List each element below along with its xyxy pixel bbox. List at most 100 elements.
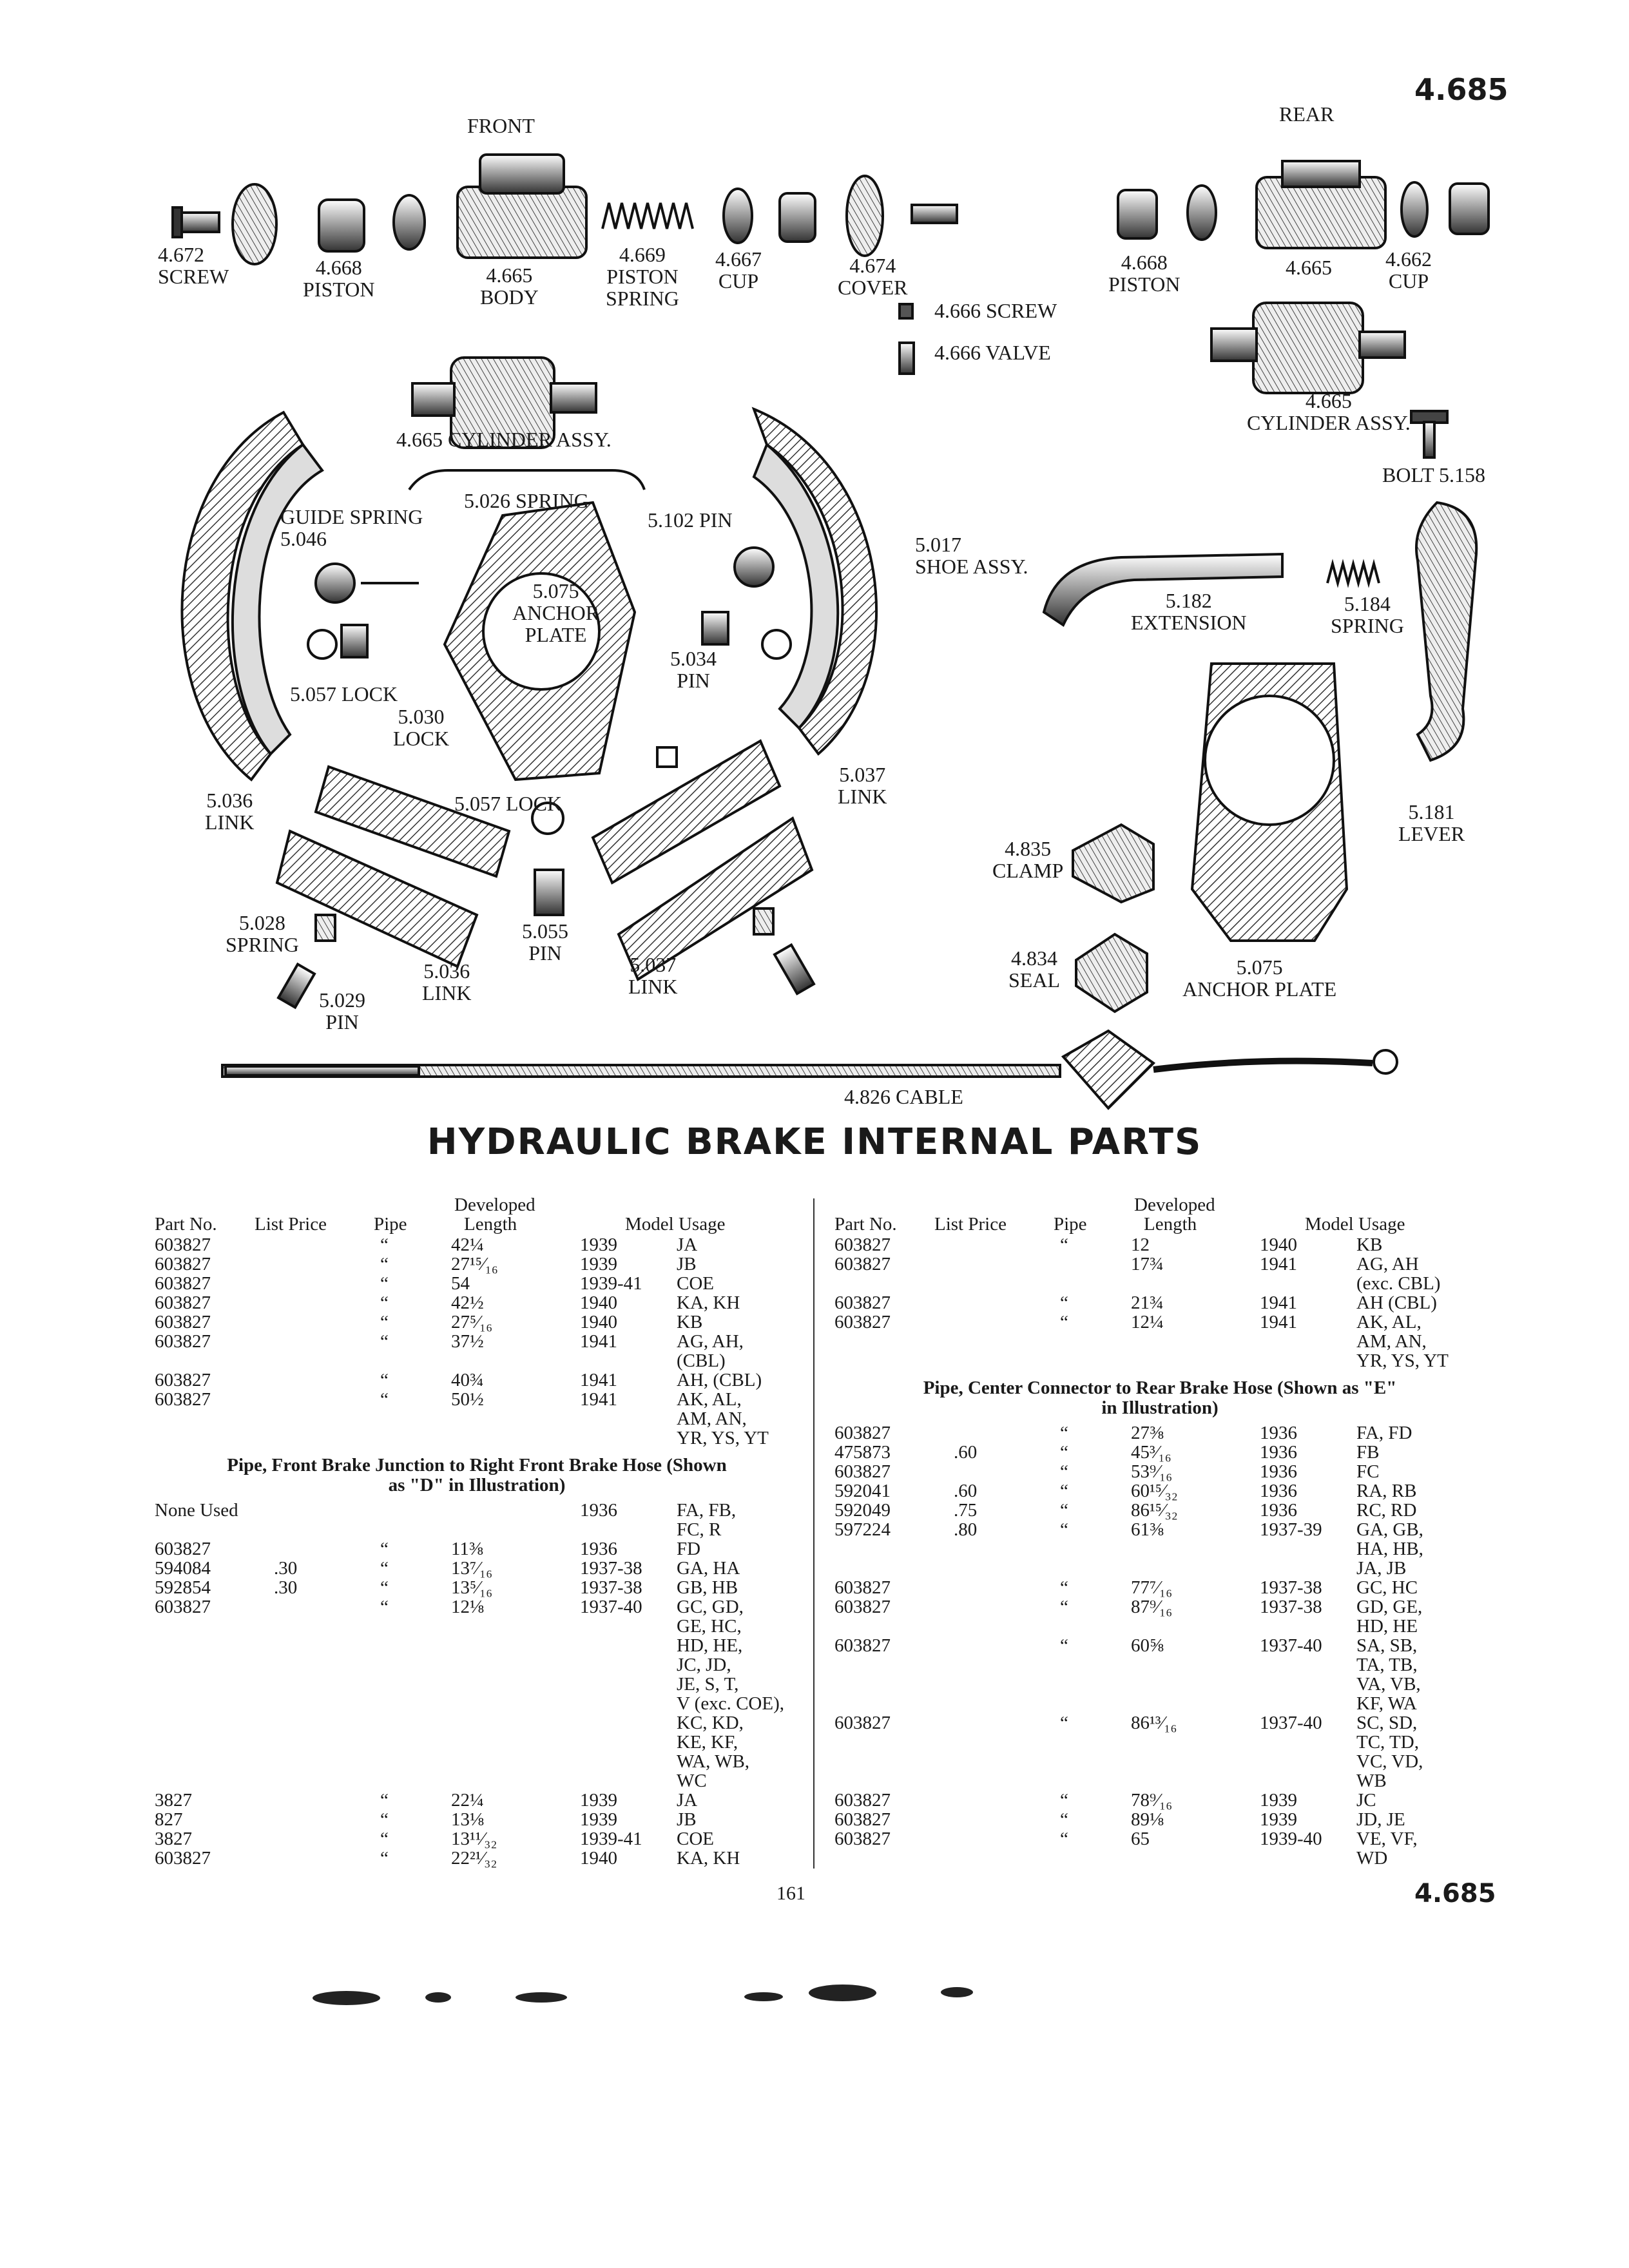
cell-year: 1941: [580, 1370, 617, 1390]
header-model-usage: Model Usage: [625, 1214, 726, 1235]
rear-heading: REAR: [1279, 102, 1335, 126]
cell-model: TA, TB,: [1356, 1655, 1418, 1675]
label-line: 4.665 CYLINDER ASSY.: [396, 428, 612, 451]
right-brake-shoe-illustration: [751, 407, 878, 756]
cell-year: 1937-38: [580, 1577, 642, 1598]
cell-year: 1936: [580, 1539, 617, 1559]
cell-model: JC, JD,: [677, 1655, 731, 1675]
cell-model: GC, GD,: [677, 1597, 744, 1617]
label-line: 5.029: [319, 988, 365, 1012]
scan-smudge: [425, 1992, 451, 2003]
piston-4668-front-illustration: [318, 198, 365, 253]
label-line: 4.674: [849, 254, 896, 277]
cell-len: 12⅛: [451, 1597, 484, 1617]
cell-part: 603827: [155, 1539, 211, 1559]
cell-part: 603827: [834, 1635, 891, 1656]
cell-model: (CBL): [677, 1350, 726, 1371]
cell-model: COE: [677, 1273, 714, 1294]
cell-pipe: “: [380, 1577, 389, 1598]
cell-part: 603827: [155, 1389, 211, 1410]
header-list-price: List Price: [255, 1214, 327, 1235]
label-line: 5.026 SPRING: [464, 489, 589, 512]
cell-model: YR, YS, YT: [1356, 1350, 1449, 1371]
label-line: PISTON: [606, 265, 679, 288]
label-bolt-5158: BOLT 5.158: [1382, 464, 1485, 486]
cell-model: V (exc. COE),: [677, 1693, 784, 1714]
cell-part: 603827: [155, 1293, 211, 1313]
cell-model: AG, AH,: [677, 1331, 744, 1352]
label-lock-5057-mid: 5.057 LOCK: [454, 793, 562, 814]
cell-model: JC: [1356, 1790, 1376, 1811]
cell-pipe: “: [1060, 1597, 1068, 1617]
lock-clip-illustration: [761, 629, 792, 660]
spring-5028-illustration: [314, 914, 336, 942]
rear-cylinder-assy-illustration: [1210, 302, 1406, 394]
cell-year: 1937-38: [1260, 1577, 1322, 1598]
cell-year: 1937-38: [1260, 1597, 1322, 1617]
cell-pipe: “: [380, 1312, 389, 1332]
cell-price: .60: [954, 1481, 978, 1501]
anchor-plate-5075-center-illustration: [443, 501, 637, 782]
table-row: (CBL): [148, 1351, 805, 1370]
scan-smudge: [516, 1992, 567, 2003]
cell-model: (exc. CBL): [1356, 1273, 1441, 1294]
pin-small-illustration: [773, 943, 816, 995]
label-line: 5.057 LOCK: [290, 682, 398, 706]
label-line: LINK: [838, 785, 887, 808]
cell-len: 27¹⁵⁄₁₆: [451, 1254, 498, 1274]
cell-pipe: “: [1060, 1519, 1068, 1540]
clamp-4835-illustration: [1072, 823, 1155, 904]
left-section-title-line1: Pipe, Front Brake Junction to Right Fron…: [227, 1455, 727, 1475]
cell-year: 1937-40: [580, 1597, 642, 1617]
table-row: GE, HC,: [148, 1617, 805, 1636]
cell-part: 603827: [155, 1254, 211, 1274]
cell-part: 603827: [155, 1273, 211, 1294]
cell-part: 592854: [155, 1577, 211, 1598]
cell-pipe: “: [380, 1790, 389, 1811]
cell-year: 1941: [580, 1389, 617, 1410]
label-line: PLATE: [525, 623, 587, 646]
cell-year: 1937-40: [1260, 1713, 1322, 1733]
cell-model: RC, RD: [1356, 1500, 1417, 1521]
bleeder-illustration: [911, 204, 958, 224]
cell-model: KE, KF,: [677, 1732, 738, 1753]
table-row: V (exc. COE),: [148, 1694, 805, 1713]
cell-len: 50½: [451, 1389, 484, 1410]
cell-pipe: “: [1060, 1423, 1068, 1443]
cup-4667-illustration: [722, 187, 753, 244]
cell-len: 13⅛: [451, 1809, 484, 1830]
cell-year: 1939-41: [580, 1273, 642, 1294]
cell-model: FC: [1356, 1461, 1380, 1482]
cell-pipe: “: [380, 1558, 389, 1579]
lock-5030-illustration: [656, 746, 678, 768]
cell-pipe: “: [1060, 1235, 1068, 1255]
cell-model: WD: [1356, 1848, 1388, 1869]
table-row: TA, TB,: [828, 1655, 1492, 1675]
pin-5102-illustration: [733, 546, 775, 588]
cell-part: 603827: [834, 1597, 891, 1617]
cell-part: 597224: [834, 1519, 891, 1540]
cell-len: 60⅝: [1131, 1635, 1164, 1656]
label-line: 5.055: [522, 919, 568, 943]
cell-model: KB: [677, 1312, 703, 1332]
screw-4672-illustration: [171, 206, 220, 238]
